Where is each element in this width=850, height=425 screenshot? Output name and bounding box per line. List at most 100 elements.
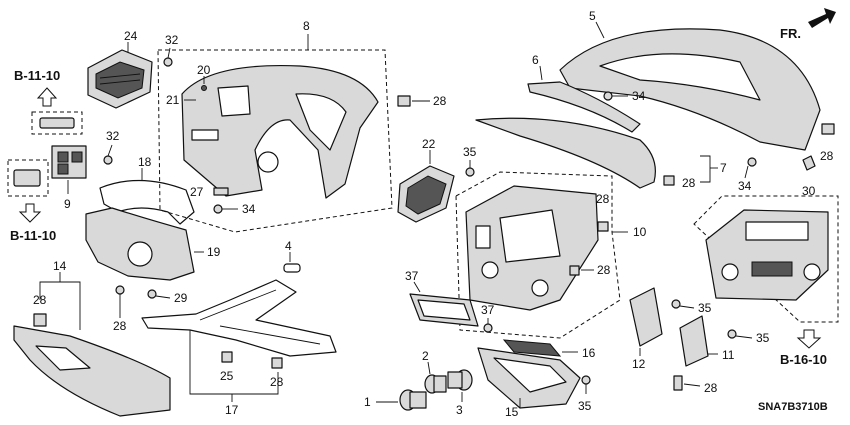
callout-34-right: 34 xyxy=(738,179,752,193)
part-clip-28-a xyxy=(33,313,47,327)
part-lower-pocket-15 xyxy=(477,347,581,409)
callout-18: 18 xyxy=(138,155,152,169)
callout-16: 16 xyxy=(582,346,596,360)
callout-24: 25 xyxy=(220,369,234,383)
down-arrow-icon-right xyxy=(796,329,822,349)
dashed-box-audio xyxy=(693,195,839,323)
part-switch-block xyxy=(13,169,41,187)
part-socket-2 xyxy=(424,374,447,394)
part-screw-34-left xyxy=(213,204,238,214)
part-center-panel-10 xyxy=(465,185,599,311)
callout-35-mid: 35 xyxy=(463,145,477,159)
part-bracket-12 xyxy=(629,287,663,347)
callout-2: 2 xyxy=(422,349,429,363)
callout-17: 17 xyxy=(225,403,239,417)
part-nut-30 xyxy=(802,155,816,171)
part-screw-35-mid xyxy=(465,160,475,177)
callout-28-f: 28 xyxy=(596,192,610,206)
callout-29: 28 xyxy=(597,263,611,277)
part-clip-20 xyxy=(201,85,207,91)
ref-label-right: B-16-10 xyxy=(780,352,827,367)
part-audio-panel xyxy=(705,209,829,301)
callout-28-b: 28 xyxy=(433,94,447,108)
up-arrow-icon xyxy=(36,87,58,107)
part-switch-panel xyxy=(39,117,75,129)
part-clip-27 xyxy=(213,187,229,196)
dashed-box-panel xyxy=(157,49,393,233)
part-screw-26 xyxy=(673,375,701,391)
callout-8: 8 xyxy=(303,19,310,33)
callout-7: 7 xyxy=(720,161,727,175)
callout-19: 19 xyxy=(207,245,221,259)
callout-20: 20 xyxy=(197,63,211,77)
part-screw-32-top xyxy=(163,47,173,67)
callout-21: 21 xyxy=(166,93,180,107)
callout-11: 11 xyxy=(722,348,735,362)
part-clip-28-e xyxy=(821,123,835,135)
callout-23: 24 xyxy=(124,29,138,43)
part-screw-31 xyxy=(147,289,171,299)
part-screw-35-right1 xyxy=(671,299,695,309)
part-screw-35-top xyxy=(603,91,628,101)
callout-28-e: 28 xyxy=(820,149,834,163)
callout-35-right2: 35 xyxy=(756,331,770,345)
part-column-cover-19 xyxy=(85,207,195,281)
part-upper-panel-5 xyxy=(559,28,821,151)
part-screw-35-right2 xyxy=(727,329,753,339)
callout-10: 10 xyxy=(633,225,647,239)
diagram-code: SNA7B3710B xyxy=(758,401,828,413)
direction-label: FR. xyxy=(780,26,801,41)
callout-35-top: 34 xyxy=(632,89,646,103)
callout-28-d: 28 xyxy=(682,176,696,190)
callout-27: 27 xyxy=(190,185,204,199)
part-screw-32-mid xyxy=(103,144,113,165)
callout-32-mid: 32 xyxy=(106,129,120,143)
part-clip-28-d xyxy=(663,175,675,186)
part-tray-16 xyxy=(502,339,562,357)
callout-37: 37 xyxy=(481,303,495,317)
part-socket-1 xyxy=(399,389,427,411)
front-arrow-icon xyxy=(808,8,836,28)
callout-35-right1: 35 xyxy=(698,301,712,315)
callout-31: 29 xyxy=(174,291,188,305)
part-clip-28-f xyxy=(597,221,609,232)
dashed-box-center xyxy=(455,171,621,339)
part-screw-34-right xyxy=(744,157,757,179)
part-garnish-6 xyxy=(527,81,641,133)
part-pin-4 xyxy=(283,263,301,273)
callout-6: 6 xyxy=(532,53,539,67)
callout-22: 22 xyxy=(422,137,436,151)
dashed-box-switch-2 xyxy=(7,159,49,197)
dashed-box-switch xyxy=(31,111,83,135)
part-clip-28-b xyxy=(397,95,411,107)
part-clip-28-c xyxy=(271,357,283,369)
callout-4: 4 xyxy=(285,239,292,253)
part-screw-25 xyxy=(115,285,125,318)
callout-28-a: 28 xyxy=(33,293,47,307)
callout-5: 5 xyxy=(589,9,596,23)
part-air-vent-23 xyxy=(87,49,153,109)
callout-26: 28 xyxy=(704,381,718,395)
part-lower-cover-14 xyxy=(13,325,171,417)
part-screw-37 xyxy=(483,318,493,333)
part-instrument-panel-8 xyxy=(181,64,379,199)
callout-12: 12 xyxy=(632,357,646,371)
callout-25: 28 xyxy=(113,319,127,333)
callout-1: 1 xyxy=(364,395,371,409)
callout-28-c: 28 xyxy=(270,375,284,389)
part-bracket-17 xyxy=(141,279,337,357)
part-clip-29 xyxy=(569,265,580,276)
callout-32-top: 32 xyxy=(165,33,179,47)
callout-35-bottom: 35 xyxy=(578,399,592,413)
part-pocket-36 xyxy=(409,293,479,327)
ref-label-mid: B-11-10 xyxy=(10,228,56,243)
part-switch-9 xyxy=(51,145,87,179)
ref-label-top: B-11-10 xyxy=(14,68,60,83)
part-lower-garnish-7 xyxy=(475,117,656,189)
callout-36: 37 xyxy=(405,269,419,283)
callout-14: 14 xyxy=(53,259,67,273)
part-air-vent-22 xyxy=(397,165,455,223)
part-socket-3 xyxy=(447,369,473,391)
callout-15: 15 xyxy=(505,405,519,419)
